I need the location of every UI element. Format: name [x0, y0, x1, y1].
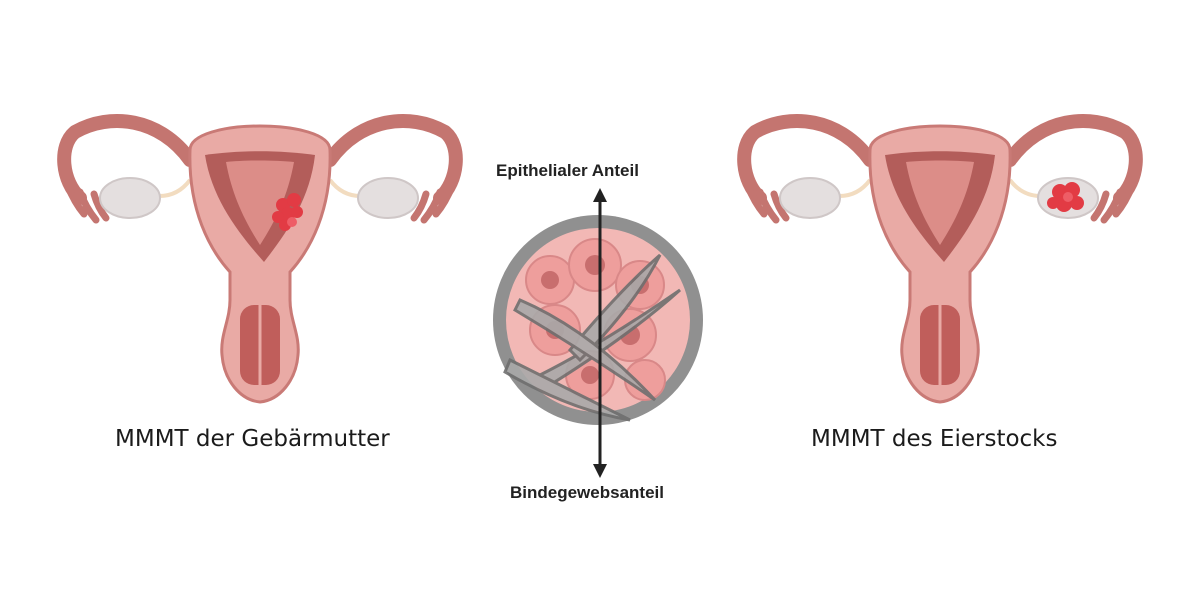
ovary-left [779, 177, 841, 219]
caption-right: MMMT des Eierstocks [811, 426, 1058, 452]
fimbriae-right [410, 182, 456, 224]
arrow-up-icon [593, 188, 607, 202]
tissue-illustration [493, 188, 703, 478]
fimbriae-left [64, 182, 110, 224]
ovary-right [357, 177, 419, 219]
uterus-right-illustration [737, 114, 1143, 404]
uterus-right [737, 114, 1143, 404]
ovary-left [99, 177, 161, 219]
fimbriae-left [744, 182, 790, 224]
label-connective: Bindegewebsanteil [510, 483, 664, 502]
uterus-left-illustration [57, 114, 463, 404]
fimbriae-right [1090, 182, 1136, 224]
arrow-down-icon [593, 464, 607, 478]
uterus-left [57, 114, 463, 404]
caption-left: MMMT der Gebärmutter [115, 426, 390, 452]
tumor-tissue [493, 188, 703, 478]
tumor-uterus [272, 193, 303, 231]
label-epithelial: Epithelialer Anteil [496, 161, 639, 180]
tumor-ovary [1047, 182, 1084, 212]
